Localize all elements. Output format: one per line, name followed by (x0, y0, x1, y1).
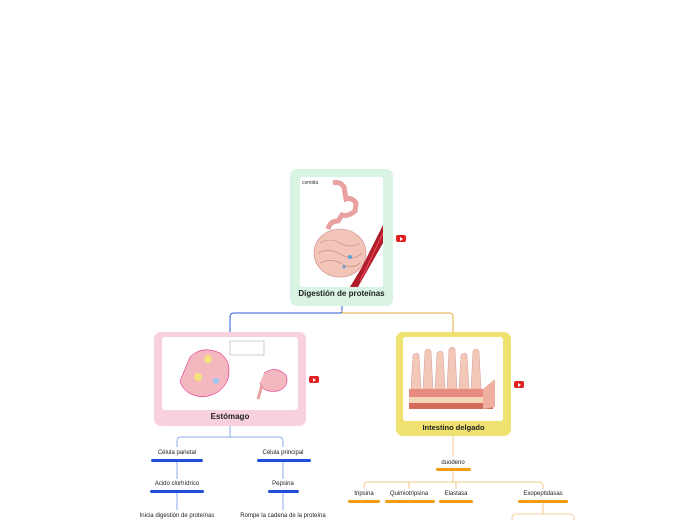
youtube-icon[interactable] (396, 235, 406, 242)
topic-underline (439, 500, 473, 503)
topic-underline (150, 490, 204, 493)
topic-hydrochloric-acid[interactable]: Acido clorhídrico (154, 481, 200, 487)
topic-starts-protein-digestion[interactable]: Inicia digestión de proteínas (139, 513, 215, 519)
topic-pepsin[interactable]: Pepsina (272, 481, 294, 487)
topic-underline (385, 500, 435, 503)
stomach-topic-title: Estómago (210, 412, 250, 421)
topic-underline (151, 459, 203, 462)
topic-underline (436, 468, 471, 471)
food-label: comida (302, 180, 319, 186)
topic-chief-cell[interactable]: Célula principal (262, 450, 304, 456)
youtube-icon[interactable] (514, 381, 524, 388)
intestine-villi-image (403, 337, 503, 421)
topic-chymotrypsin[interactable]: Quimiotripsina (389, 491, 429, 497)
topic-exopeptidases[interactable]: Exopeptidasas (523, 491, 563, 497)
topic-breaks-protein-chain[interactable]: Rompe la cadena de la proteína (240, 513, 326, 519)
root-topic-card[interactable]: comida Digestión de proteínas (290, 169, 393, 306)
topic-parietal-cell[interactable]: Célula parietal (157, 450, 197, 456)
topic-underline (348, 500, 380, 503)
intestine-topic-card[interactable]: Intestino delgado (396, 332, 511, 436)
digestive-system-image: comida (300, 177, 383, 287)
root-topic-title: Digestión de proteínas (298, 289, 385, 298)
topic-underline (257, 459, 311, 462)
intestine-topic-title: Intestino delgado (422, 423, 485, 432)
stomach-image (162, 337, 298, 410)
topic-underline (518, 500, 568, 503)
stomach-topic-card[interactable]: Estómago (154, 332, 306, 426)
topic-trypsin[interactable]: tripsina (354, 491, 374, 497)
youtube-icon[interactable] (309, 376, 319, 383)
topic-duodenum[interactable]: duodeno (441, 460, 465, 466)
topic-underline (268, 490, 299, 493)
topic-elastase[interactable]: Elastasa (444, 491, 468, 497)
